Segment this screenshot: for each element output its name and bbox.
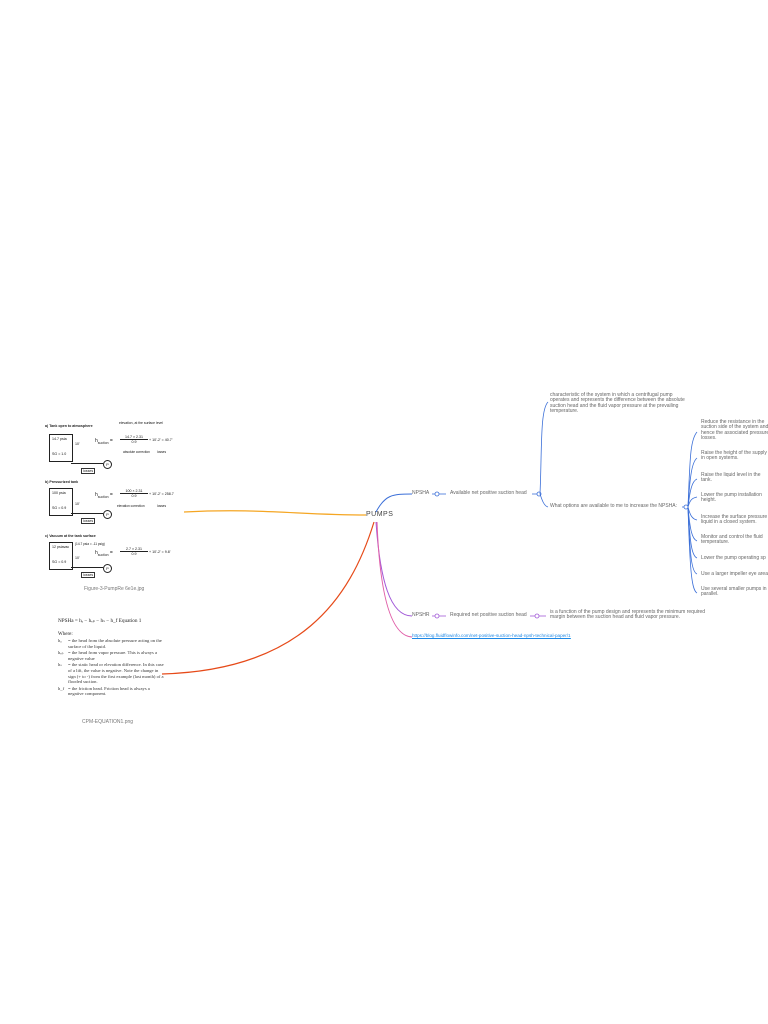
option-node[interactable]: Reduce the resistance in the suction sid… — [701, 419, 768, 442]
panel-a-note: elevation, at the surface level — [119, 421, 163, 425]
pump-icon: P — [103, 564, 112, 573]
npsha-options: Reduce the resistance in the suction sid… — [701, 0, 768, 1024]
panel-a-title: a) Tank open to atmosphere — [45, 424, 93, 428]
npshr-node[interactable]: NPSHR — [412, 612, 430, 618]
option-node[interactable]: Use a larger impeller eye area — [701, 571, 768, 577]
npsha-full-node[interactable]: Available net positive suction head — [450, 490, 527, 496]
connector-npshr — [375, 521, 413, 617]
figure2-image[interactable]: NPSHa = hₐ − hᵥₚ − hₛ − h_f Equation 1 W… — [58, 618, 166, 697]
connector-link — [376, 521, 413, 638]
option-node[interactable]: Lower the pump installation height. — [701, 492, 762, 504]
panel-c-title: c) Vacuum at the tank surface — [45, 534, 96, 538]
option-node[interactable]: Raise the liquid level in the tank. — [701, 472, 761, 484]
npshr-full-node[interactable]: Required net positive suction head — [450, 612, 527, 618]
figure1-caption: Figure-3-PumpRe 6e1e.jpg — [84, 586, 145, 592]
panel-b-title: b) Pressurized tank — [45, 480, 79, 484]
npsha-node[interactable]: NPSHA — [412, 490, 430, 496]
option-node[interactable]: Monitor and control the fluid temperatur… — [701, 534, 763, 546]
npsha-question-node[interactable]: What options are available to me to incr… — [550, 503, 678, 509]
npsha-definition-node[interactable]: characteristic of the system in which a … — [550, 392, 685, 415]
option-node[interactable]: Use several smaller pumps in parallel. — [701, 586, 767, 598]
center-node[interactable]: PUMPS — [366, 511, 394, 518]
figure2-caption: CPM-EQUATION1.png — [82, 719, 134, 725]
equation: NPSHa = hₐ − hᵥₚ − hₛ − h_f Equation 1 — [58, 618, 142, 624]
definition-row: hₛ = the static head or elevation differ… — [58, 662, 164, 685]
npshr-definition-node[interactable]: is a function of the pump design and rep… — [550, 609, 706, 621]
pump-icon: P — [103, 460, 112, 469]
definition-row: h_f = the friction head. Friction head i… — [58, 685, 150, 697]
figure1-image[interactable]: a) Tank open to atmosphere elevation, at… — [45, 421, 174, 578]
panel-c-tank: 12 psiavac SG = 0.9 — [49, 542, 73, 570]
panel-a-tank: 14.7 psia SG = 1.0 — [49, 434, 73, 462]
connector-npsha — [375, 493, 413, 513]
connector-figure1 — [183, 510, 367, 516]
option-node[interactable]: Increase the surface pressure liquid in … — [701, 514, 768, 526]
option-node[interactable]: Raise the height of the supply in open s… — [701, 450, 767, 462]
connector-figure2 — [161, 521, 375, 675]
option-node[interactable]: Lower the pump operating sp — [701, 555, 766, 561]
pump-icon: P — [103, 510, 112, 519]
panel-b-tank: 100 psia SG = 0.9 — [49, 488, 73, 516]
reference-link[interactable]: https://blog.fluidflowinfo.com/net-posit… — [412, 633, 571, 639]
definition-row: hₐ = the head from the absolute pressure… — [58, 638, 162, 649]
where-label: Where: — [58, 632, 73, 637]
definition-row: hᵥₚ = the head from vapor pressure. This… — [58, 650, 157, 661]
